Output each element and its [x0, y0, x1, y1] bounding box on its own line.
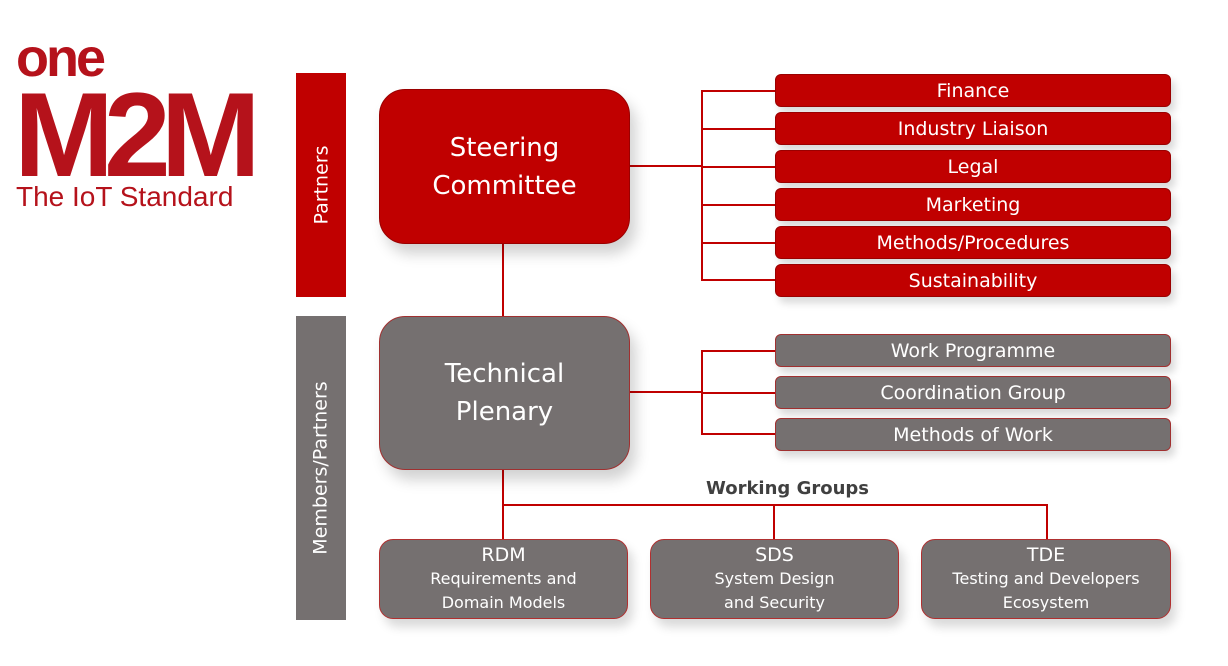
committee-industry-liaison: Industry Liaison: [775, 112, 1171, 145]
branch-industry-liaison: [701, 128, 775, 130]
group-coordination-group: Coordination Group: [775, 376, 1171, 409]
plenary-to-wg-line: [502, 468, 504, 539]
members-partners-band-label: Members/Partners: [310, 381, 332, 555]
plenary-connector: [628, 391, 702, 393]
steering-to-plenary-line: [502, 242, 504, 316]
branch-finance: [701, 90, 775, 92]
partners-band-label: Partners: [310, 145, 333, 225]
committee-marketing: Marketing: [775, 188, 1171, 221]
logo-wordmark-main: M2M: [14, 68, 253, 202]
group-methods-of-work-label: Methods of Work: [893, 423, 1053, 446]
working-groups-label: Working Groups: [706, 478, 869, 499]
wg-tde-line1: Testing and Developers: [952, 569, 1140, 588]
technical-plenary-line2: Plenary: [455, 397, 554, 427]
wg-tde-abbr: TDE: [1026, 544, 1066, 566]
steering-committee-line2: Committee: [432, 170, 577, 201]
wg-sds-drop: [773, 504, 775, 539]
steering-committee-box: Steering Committee: [379, 89, 630, 244]
branch-legal: [701, 166, 775, 168]
wg-tde-drop: [1046, 504, 1048, 539]
steering-committee-line1: Steering: [449, 132, 560, 163]
committee-legal: Legal: [775, 150, 1171, 183]
technical-plenary-box: Technical Plenary: [379, 316, 630, 470]
committee-marketing-label: Marketing: [925, 193, 1021, 216]
committee-sustainability: Sustainability: [775, 264, 1171, 297]
steering-branch-vertical: [701, 90, 703, 280]
committee-sustainability-label: Sustainability: [908, 269, 1038, 292]
working-group-sds: SDS System Design and Security: [650, 539, 899, 619]
committee-industry-liaison-label: Industry Liaison: [897, 117, 1049, 140]
branch-work-programme: [701, 350, 775, 352]
technical-plenary-line1: Technical: [444, 359, 565, 389]
committee-legal-label: Legal: [947, 155, 999, 178]
branch-methods-procedures: [701, 242, 775, 244]
group-methods-of-work: Methods of Work: [775, 418, 1171, 451]
wg-tde-line2: Ecosystem: [1002, 593, 1090, 612]
committee-finance-label: Finance: [936, 79, 1010, 102]
steering-connector: [628, 165, 702, 167]
committee-methods-procedures: Methods/Procedures: [775, 226, 1171, 259]
wg-rdm-line2: Domain Models: [441, 593, 566, 612]
partners-band: Partners: [296, 73, 346, 297]
wg-rdm-line1: Requirements and: [430, 569, 577, 588]
group-work-programme-label: Work Programme: [890, 339, 1056, 362]
group-coordination-group-label: Coordination Group: [880, 381, 1066, 404]
group-work-programme: Work Programme: [775, 334, 1171, 367]
logo-tagline: The IoT Standard: [16, 181, 233, 212]
working-group-rdm: RDM Requirements and Domain Models: [379, 539, 628, 619]
branch-marketing: [701, 204, 775, 206]
wg-sds-line2: and Security: [724, 593, 825, 612]
onem2m-logo: one M2M The IoT Standard: [14, 28, 260, 218]
working-group-tde: TDE Testing and Developers Ecosystem: [921, 539, 1171, 619]
branch-methods-of-work: [701, 433, 775, 435]
branch-coordination-group: [701, 392, 775, 394]
members-partners-band: Members/Partners: [296, 316, 346, 620]
committee-methods-procedures-label: Methods/Procedures: [876, 231, 1070, 254]
wg-sds-line1: System Design: [714, 569, 835, 588]
wg-sds-abbr: SDS: [755, 544, 794, 566]
committee-finance: Finance: [775, 74, 1171, 107]
logo-wordmark-top: one: [16, 28, 105, 88]
branch-sustainability: [701, 279, 775, 281]
wg-rdm-abbr: RDM: [481, 544, 526, 566]
